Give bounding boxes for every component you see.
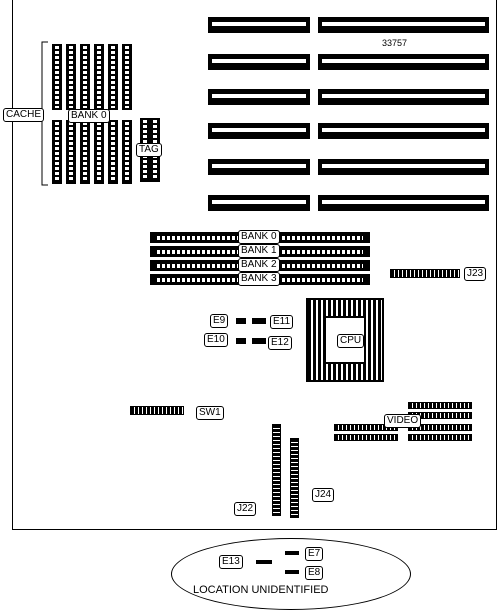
video-chip [408,402,472,409]
cpu-label: CPU [337,334,365,348]
cache-chip [80,120,90,184]
e12-label: E12 [268,336,292,350]
cache-bank-label: BANK 0 [68,109,110,123]
cache-chip [66,44,76,110]
bank3-label: BANK 3 [238,272,280,286]
video-chip [408,434,472,441]
cache-label: CACHE [3,108,45,122]
isa-slot-3b [318,89,489,105]
e11-label: E11 [270,315,294,329]
isa-slot-6a [208,195,310,211]
bank2-label: BANK 2 [238,258,280,272]
e7-jumper [285,551,299,555]
cache-chip [108,44,118,110]
j23-connector [390,269,460,278]
isa-slot-6b [318,195,489,211]
e8-jumper [285,570,299,574]
bank1-label: BANK 1 [238,244,280,258]
e10-label: E10 [204,333,228,347]
location-unidentified-area [171,538,411,610]
cache-chip [122,120,132,184]
video-label: VIDEO [384,414,422,428]
j22-label: J22 [234,502,257,516]
isa-slot-4a [208,123,310,139]
j22-connector [272,424,281,516]
isa-slot-1b [318,17,489,33]
e13-label: E13 [219,555,243,569]
isa-slot-5b [318,159,489,175]
e9-label: E9 [210,314,229,328]
location-unidentified-text: LOCATION UNIDENTIFIED [193,584,329,596]
isa-slot-2b [318,54,489,70]
cache-chip [108,120,118,184]
e9-jumper [236,318,246,324]
board-model-code: 33757 [382,38,408,48]
sw1-label: SW1 [196,406,224,420]
j24-connector [290,438,299,518]
cache-chip [52,120,62,184]
cache-chip [66,120,76,184]
isa-slot-2a [208,54,310,70]
tag-label: TAG [136,143,162,157]
e13-jumper [256,560,272,564]
e10-jumper [236,338,246,344]
j23-label: J23 [464,267,487,281]
e8-label: E8 [305,566,324,580]
motherboard-outline [12,0,497,530]
bank0-label: BANK 0 [238,230,280,244]
cache-chip [122,44,132,110]
isa-slot-4b [318,123,489,139]
e11-jumper [252,318,266,324]
isa-slot-5a [208,159,310,175]
cache-chip [52,44,62,110]
cache-chip [94,120,104,184]
e12-jumper [252,338,266,344]
sw1-dip-switch [130,406,184,415]
e7-label: E7 [305,547,324,561]
video-chip [334,434,398,441]
cache-chip [94,44,104,110]
isa-slot-1a [208,17,310,33]
cache-chip [80,44,90,110]
j24-label: J24 [312,488,335,502]
isa-slot-3a [208,89,310,105]
